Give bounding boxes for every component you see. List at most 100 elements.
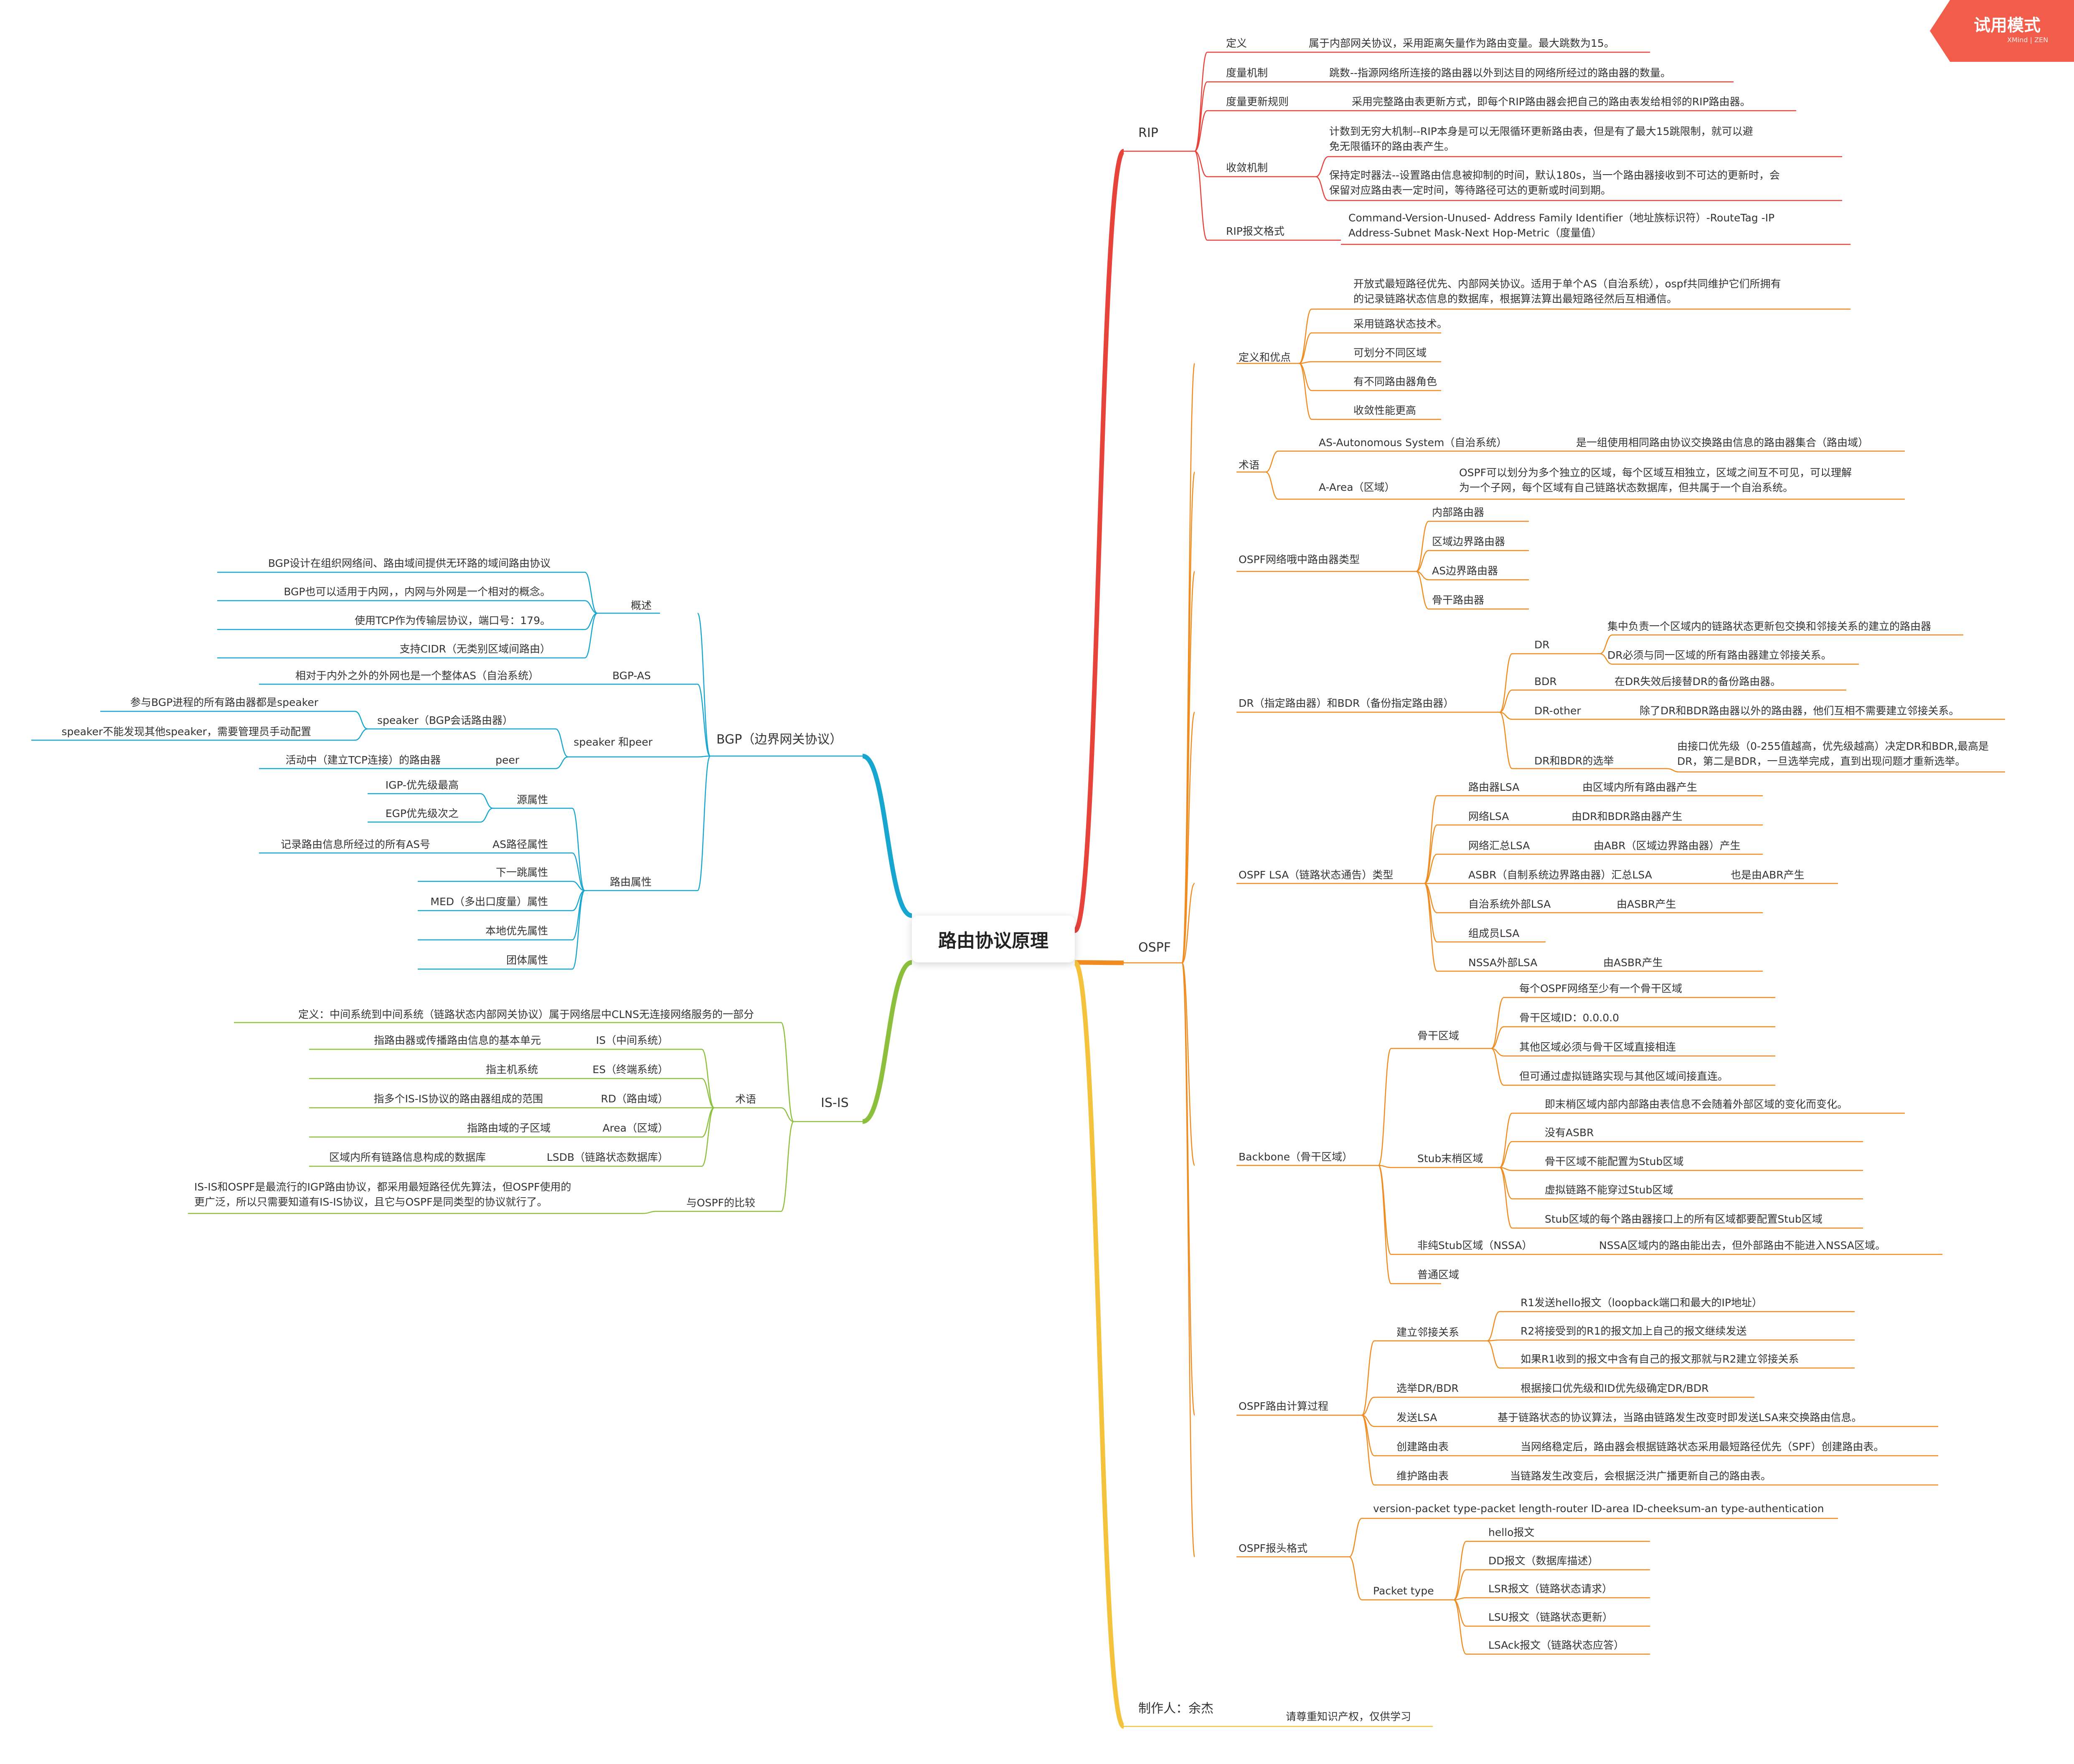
ospf-dr-bdr-label[interactable]: DR（指定路由器）和BDR（备份指定路由器） xyxy=(1239,697,1454,709)
author-note[interactable]: 请尊重知识产权，仅供学习 xyxy=(1286,1711,1411,1723)
rip-update-label[interactable]: 度量更新规则 xyxy=(1226,96,1289,108)
ospf-advantage-item[interactable]: 采用链路状态技术。 xyxy=(1353,318,1447,330)
isis-term-name[interactable]: Area（区域） xyxy=(602,1122,668,1134)
ospf-area-text-line-2[interactable]: 为一个子网，每个区域有自己链路状态数据库，但共属于一个自治系统。 xyxy=(1459,482,1793,494)
ospf-dr-other-label[interactable]: DR-other xyxy=(1534,705,1581,717)
ospf-router-type-item[interactable]: 骨干路由器 xyxy=(1432,594,1484,606)
ospf-lsa-type[interactable]: ASBR（自制系统边界路由器）汇总LSA xyxy=(1468,869,1652,881)
rip-count-to-infinity-line-1[interactable]: 计数到无穷大机制--RIP本身是可以无限循环更新路由表，但是有了最大15跳限制，… xyxy=(1329,125,1753,137)
ospf-terms-label[interactable]: 术语 xyxy=(1239,459,1259,471)
bgp-overview-item[interactable]: 支持CIDR（无类别区域间路由） xyxy=(400,643,551,655)
ospf-advantage-item[interactable]: 收敛性能更高 xyxy=(1353,404,1416,416)
bgp-attr-item[interactable]: 下一跳属性 xyxy=(496,866,548,878)
ospf-router-type-item[interactable]: 内部路由器 xyxy=(1432,506,1484,518)
bgp-overview-item[interactable]: 使用TCP作为传输层协议，端口号：179。 xyxy=(355,614,551,627)
ospf-lsa-desc[interactable]: 由DR和BDR路由器产生 xyxy=(1571,810,1682,822)
rip-metric-label[interactable]: 度量机制 xyxy=(1226,67,1268,79)
bgp-origin-label[interactable]: 源属性 xyxy=(517,794,548,806)
ospf-header-fields[interactable]: version-packet type-packet length-router… xyxy=(1373,1503,1824,1515)
ospf-dr-election-label[interactable]: DR和BDR的选举 xyxy=(1534,755,1614,767)
ospf-adjacency-item[interactable]: 如果R1收到的报文中含有自己的报文那就与R2建立邻接关系 xyxy=(1521,1353,1799,1365)
ospf-dr-label[interactable]: DR xyxy=(1534,639,1550,651)
ospf-router-type-item[interactable]: AS边界路由器 xyxy=(1432,565,1498,577)
bgp-as-label[interactable]: BGP-AS xyxy=(612,670,651,682)
ospf-calc-step[interactable]: 创建路由表 xyxy=(1396,1441,1449,1453)
ospf-router-types-label[interactable]: OSPF网络哦中路由器类型 xyxy=(1239,553,1360,566)
bgp-origin-item[interactable]: EGP优先级次之 xyxy=(386,807,459,820)
bgp-aspath-text[interactable]: 记录路由信息所经过的所有AS号 xyxy=(281,838,430,850)
ospf-packet-type-item[interactable]: LSAck报文（链路状态应答） xyxy=(1488,1639,1624,1651)
ospf-definition-intro-line-1[interactable]: 开放式最短路径优先、内部网关协议。适用于单个AS（自治系统），ospf共同维护它… xyxy=(1353,278,1781,290)
bgp-speaker-item[interactable]: speaker不能发现其他speaker，需要管理员手动配置 xyxy=(61,726,311,738)
ospf-definition-label[interactable]: 定义和优点 xyxy=(1239,351,1291,363)
ospf-lsa-type[interactable]: 组成员LSA xyxy=(1468,927,1519,939)
isis-term-desc[interactable]: 指路由器或传播路由信息的基本单元 xyxy=(374,1034,541,1046)
bgp-attr-item[interactable]: MED（多出口度量）属性 xyxy=(430,896,548,908)
ospf-adjacency-label[interactable]: 建立邻接关系 xyxy=(1396,1326,1459,1338)
ospf-stub-label[interactable]: Stub末梢区域 xyxy=(1417,1152,1483,1165)
bgp-peer-label[interactable]: peer xyxy=(495,754,520,766)
ospf-lsa-desc[interactable]: 由区域内所有路由器产生 xyxy=(1582,781,1697,793)
ospf-lsa-type[interactable]: 路由器LSA xyxy=(1468,781,1519,793)
ospf-lsa-desc[interactable]: 也是由ABR产生 xyxy=(1731,869,1805,881)
isis-term-name[interactable]: LSDB（链路状态数据库） xyxy=(547,1151,668,1163)
rip-format-text-line-1[interactable]: Command-Version-Unused- Address Family I… xyxy=(1348,212,1774,224)
isis-compare-text-line-1[interactable]: IS-IS和OSPF是最流行的IGP路由协议，都采用最短路径优先算法，但OSPF… xyxy=(194,1181,571,1193)
rip-definition-text[interactable]: 属于内部网关协议，采用距离矢量作为路由变量。最大跳数为15。 xyxy=(1309,37,1615,49)
ospf-dr-other-text[interactable]: 除了DR和BDR路由器以外的路由器，他们互相不需要建立邻接关系。 xyxy=(1640,705,1959,717)
ospf-backbone-item[interactable]: 其他区域必须与骨干区域直接相连 xyxy=(1519,1041,1676,1053)
isis-term-desc[interactable]: 区域内所有链路信息构成的数据库 xyxy=(329,1151,486,1163)
bgp-attr-item[interactable]: 本地优先属性 xyxy=(485,925,548,937)
bgp-overview-item[interactable]: BGP设计在组织网络间、路由域间提供无环路的域间路由协议 xyxy=(268,557,551,569)
ospf-stub-item[interactable]: 虚拟链路不能穿过Stub区域 xyxy=(1545,1184,1673,1196)
bgp-aspath-label[interactable]: AS路径属性 xyxy=(492,838,548,850)
ospf-backbone-item[interactable]: 但可通过虚拟链路实现与其他区域间接直连。 xyxy=(1519,1070,1728,1082)
bgp-as-text[interactable]: 相对于内外之外的外网也是一个整体AS（自治系统） xyxy=(295,670,539,682)
rip-definition-label[interactable]: 定义 xyxy=(1226,37,1247,49)
isis-compare-label[interactable]: 与OSPF的比较 xyxy=(686,1197,755,1209)
ospf-packet-type-item[interactable]: hello报文 xyxy=(1488,1526,1534,1538)
ospf-calc-step[interactable]: 维护路由表 xyxy=(1396,1470,1449,1482)
ospf-dr-election-text-line-1[interactable]: 由接口优先级（0-255值越高，优先级越高）决定DR和BDR,最高是 xyxy=(1677,740,1989,752)
ospf-bdr-text[interactable]: 在DR失效后接替DR的备份路由器。 xyxy=(1615,675,1781,688)
ospf-lsa-label[interactable]: OSPF LSA（链路状态通告）类型 xyxy=(1239,869,1393,881)
bgp-overview-item[interactable]: BGP也可以适用于内网，，内网与外网是一个相对的概念。 xyxy=(284,586,551,598)
ospf-stub-item[interactable]: 骨干区域不能配置为Stub区域 xyxy=(1545,1155,1683,1168)
ospf-adjacency-item[interactable]: R1发送hello报文（loopback端口和最大的IP地址） xyxy=(1521,1297,1762,1309)
ospf-topic[interactable]: OSPF xyxy=(1138,940,1171,955)
isis-topic[interactable]: IS-IS xyxy=(821,1096,849,1110)
isis-term-desc[interactable]: 指主机系统 xyxy=(486,1063,538,1076)
ospf-packet-type-item[interactable]: DD报文（数据库描述） xyxy=(1488,1555,1599,1567)
ospf-calc-step-desc[interactable]: 根据接口优先级和ID优先级确定DR/BDR xyxy=(1521,1382,1708,1394)
bgp-speaker-peer-label[interactable]: speaker 和peer xyxy=(574,736,652,748)
author-label[interactable]: 制作人：余杰 xyxy=(1138,1701,1213,1716)
ospf-lsa-type[interactable]: 自治系统外部LSA xyxy=(1468,898,1551,910)
isis-term-name[interactable]: ES（终端系统） xyxy=(592,1063,668,1076)
rip-hold-timer-line-2[interactable]: 保留对应路由表一定时间，等待路径可达的更新或时间到期。 xyxy=(1329,184,1611,196)
ospf-packet-type-item[interactable]: LSR报文（链路状态请求） xyxy=(1488,1583,1612,1595)
bgp-speaker-label[interactable]: speaker（BGP会话路由器） xyxy=(377,714,513,726)
ospf-definition-intro-line-2[interactable]: 的记录链路状态信息的数据库，根据算法算出最短路径然后互相通信。 xyxy=(1353,293,1677,305)
ospf-header-label[interactable]: OSPF报头格式 xyxy=(1239,1542,1307,1554)
ospf-area-text-line-1[interactable]: OSPF可以划分为多个独立的区域，每个区域互相独立，区域之间互不可见，可以理解 xyxy=(1459,467,1852,479)
rip-metric-text[interactable]: 跳数--指源网络所连接的路由器以外到达目的网络所经过的路由器的数量。 xyxy=(1329,67,1671,79)
ospf-as-term[interactable]: AS-Autonomous System（自治系统） xyxy=(1319,437,1507,449)
ospf-backbone-area-label[interactable]: 骨干区域 xyxy=(1417,1030,1459,1042)
ospf-backbone-item[interactable]: 每个OSPF网络至少有一个骨干区域 xyxy=(1519,982,1682,995)
ospf-nssa-label[interactable]: 非纯Stub区域（NSSA） xyxy=(1417,1239,1532,1251)
ospf-dr-election-text-line-2[interactable]: DR，第二是BDR，一旦选举完成，直到出现问题才重新选举。 xyxy=(1677,755,1965,767)
ospf-nssa-text[interactable]: NSSA区域内的路由能出去，但外部路由不能进入NSSA区域。 xyxy=(1599,1239,1886,1251)
rip-count-to-infinity-line-2[interactable]: 免无限循环的路由表产生。 xyxy=(1329,140,1455,152)
ospf-area-term[interactable]: A-Area（区域） xyxy=(1319,481,1395,493)
ospf-dr-item[interactable]: 集中负责一个区域内的链路状态更新包交换和邻接关系的建立的路由器 xyxy=(1607,620,1931,632)
isis-term-desc[interactable]: 指路由域的子区域 xyxy=(467,1122,551,1134)
ospf-router-type-item[interactable]: 区域边界路由器 xyxy=(1432,536,1505,548)
ospf-stub-item[interactable]: Stub区域的每个路由器接口上的所有区域都要配置Stub区域 xyxy=(1545,1213,1823,1225)
bgp-peer-text[interactable]: 活动中（建立TCP连接）的路由器 xyxy=(286,754,441,766)
root-topic[interactable]: 路由协议原理 xyxy=(912,916,1075,962)
ospf-lsa-type[interactable]: 网络LSA xyxy=(1468,810,1509,822)
isis-definition[interactable]: 定义：中间系统到中间系统（链路状态内部网关协议）属于网络层中CLNS无连接网络服… xyxy=(298,1008,754,1020)
ospf-calc-step-desc[interactable]: 基于链路状态的协议算法，当路由链路发生改变时即发送LSA来交换路由信息。 xyxy=(1498,1411,1862,1424)
ospf-lsa-desc[interactable]: 由ASBR产生 xyxy=(1617,898,1676,910)
ospf-backbone-item[interactable]: 骨干区域ID：0.0.0.0 xyxy=(1519,1012,1619,1024)
